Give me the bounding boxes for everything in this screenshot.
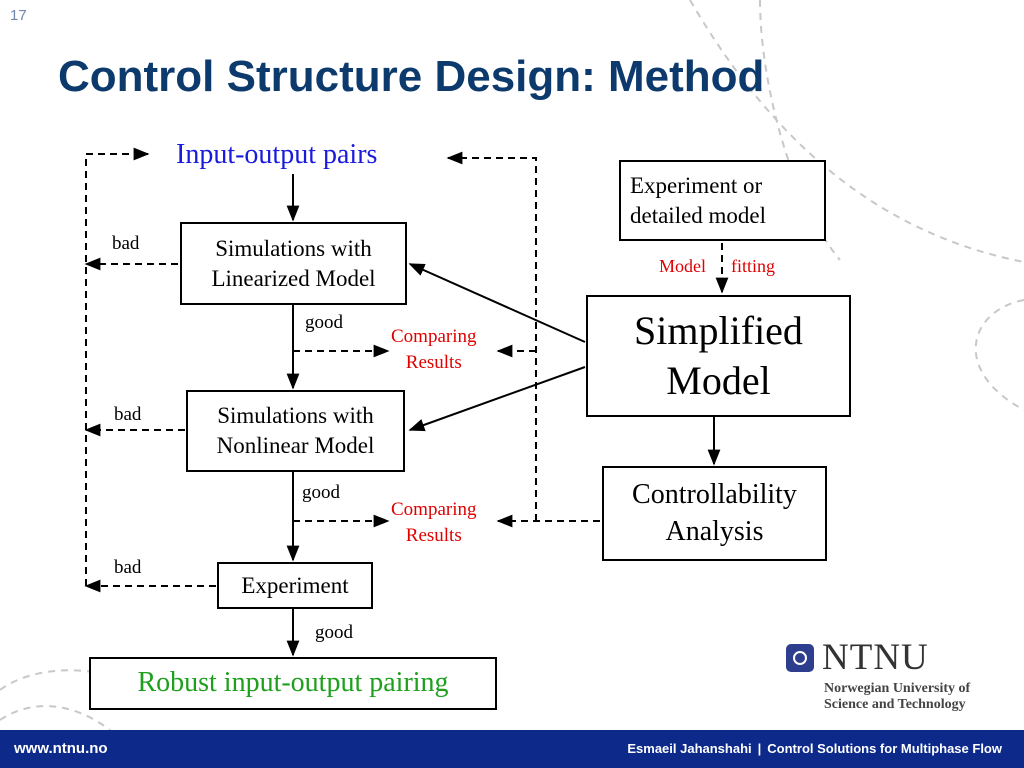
comparing-results-1: Comparing Results xyxy=(391,326,477,373)
controllability-text: Controllability Analysis xyxy=(632,479,797,547)
slide-number: 17 xyxy=(10,7,27,24)
footer-credit: Esmaeil Jahanshahi | Control Solutions for… xyxy=(627,741,1002,756)
footer-bar: www.ntnu.no Esmaeil Jahanshahi | Control S… xyxy=(0,730,1024,768)
ntnu-logo-text: NTNU xyxy=(822,637,929,678)
return-loop xyxy=(446,151,537,521)
ntnu-logo-icon xyxy=(786,644,814,672)
comparing-results-2: Comparing Results xyxy=(391,499,477,546)
footer-subtitle: Control Solutions for Multiphase Flow xyxy=(767,741,1002,756)
arrow-simplified-to-linear xyxy=(408,263,586,343)
robust-pairing-text: Robust input-output pairing xyxy=(137,667,449,699)
model-fitting-label-model: Model xyxy=(659,256,706,276)
bad-label-1: bad xyxy=(112,233,140,254)
bad-label-2: bad xyxy=(114,404,142,425)
robust-pairing-box: Robust input-output pairing xyxy=(89,657,497,710)
sim-linearized-text: Simulations with Linearized Model xyxy=(211,235,376,291)
model-fitting-label-fitting: fitting xyxy=(731,256,775,276)
bad-feedback-loop xyxy=(85,147,150,586)
good-label-3: good xyxy=(315,622,353,643)
sim-nonlinear-box: Simulations with Nonlinear Model xyxy=(186,390,405,472)
footer-author: Esmaeil Jahanshahi xyxy=(627,741,752,756)
slide-title: Control Structure Design: Method xyxy=(58,52,765,101)
ntnu-logo-subtitle: Norwegian University of Science and Tech… xyxy=(824,681,971,712)
experiment-or-model-box: Experiment or detailed model xyxy=(619,160,826,241)
experiment-text: Experiment xyxy=(241,572,349,598)
controllability-box: Controllability Analysis xyxy=(602,466,827,561)
sim-nonlinear-text: Simulations with Nonlinear Model xyxy=(216,403,375,458)
footer-url[interactable]: www.ntnu.no xyxy=(14,740,108,757)
sim-linearized-box: Simulations with Linearized Model xyxy=(180,222,407,305)
input-output-pairs-label: Input-output pairs xyxy=(176,139,378,170)
bad-label-3: bad xyxy=(114,557,142,578)
experiment-or-model-text: Experiment or detailed model xyxy=(630,172,767,228)
experiment-box: Experiment xyxy=(217,562,373,609)
simplified-model-box: Simplified Model xyxy=(586,295,851,417)
good-label-2: good xyxy=(302,482,340,503)
footer-separator: | xyxy=(757,741,762,756)
arrow-simplified-to-nonlinear xyxy=(408,366,586,432)
simplified-model-text: Simplified Model xyxy=(634,308,803,403)
good-label-1: good xyxy=(305,312,343,333)
